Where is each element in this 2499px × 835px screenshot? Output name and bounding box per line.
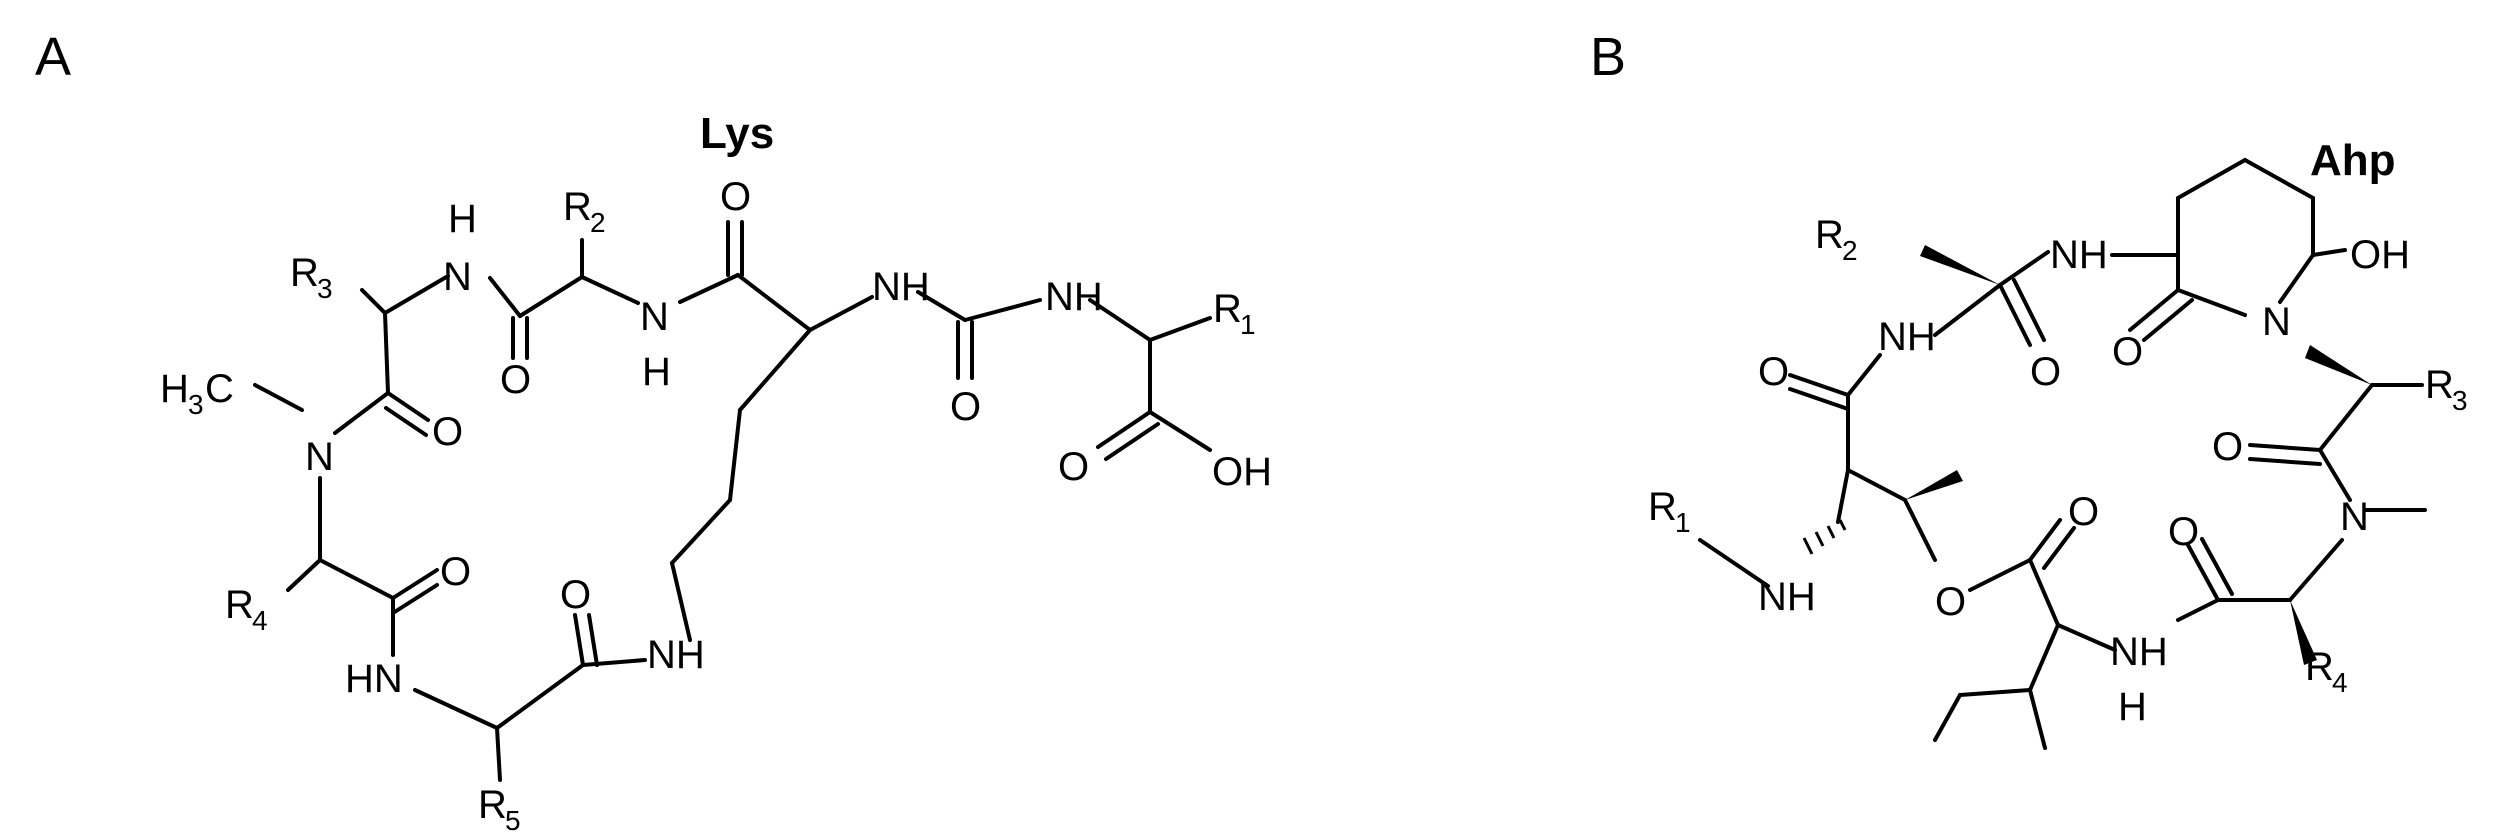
panel-a-residue-label: Lys	[700, 109, 774, 158]
panel-b-bonds	[1698, 158, 2427, 750]
atom-subscript: 4	[2332, 667, 2348, 698]
atom-label: O	[2068, 490, 2099, 534]
atom-label: H	[2118, 685, 2147, 729]
atom-label: O	[432, 410, 463, 454]
atom-label: HN	[345, 657, 403, 701]
atom-label: H	[448, 197, 477, 241]
atom-label: OH	[1212, 450, 1272, 494]
panel-a: A Lys	[35, 27, 1272, 835]
atom-label: R	[225, 583, 254, 627]
atom-label: O	[560, 573, 591, 617]
atom-label: NH	[1045, 275, 1103, 319]
atom-label: R	[2305, 645, 2334, 689]
atom-label: O	[720, 175, 751, 219]
atom-label: R	[1648, 485, 1677, 529]
atom-label: R	[2425, 363, 2454, 407]
atom-subscript: 1	[1240, 309, 1256, 340]
atom-label: NH	[2050, 233, 2108, 277]
atom-subscript: 2	[590, 207, 606, 238]
atom-label: R	[290, 251, 319, 295]
atom-label: N	[2262, 300, 2291, 344]
atom-label: O	[2112, 330, 2143, 374]
atom-label: O	[440, 550, 471, 594]
atom-label: O	[950, 385, 981, 429]
atom-label: R	[478, 783, 507, 827]
panel-b-stereo	[1802, 245, 2372, 665]
atom-label: N	[305, 435, 334, 479]
atom-label: N	[640, 295, 669, 339]
atom-label: NH	[872, 265, 930, 309]
panel-b: B Ahp	[1590, 27, 2468, 750]
atom-label: O	[500, 358, 531, 402]
atom-label: NH	[647, 633, 705, 677]
panel-a-bonds	[253, 220, 1212, 782]
panel-b-label: B	[1590, 27, 1626, 87]
atom-label: O	[2212, 425, 2243, 469]
atom-label: R	[563, 185, 592, 229]
atom-subscript: 3	[317, 273, 333, 304]
atom-label: C	[205, 367, 234, 411]
atom-label: R	[1213, 287, 1242, 331]
atom-subscript: 2	[1842, 235, 1858, 266]
atom-subscript: 3	[188, 389, 204, 420]
atom-label: R	[1815, 213, 1844, 257]
atom-label: O	[2168, 510, 2199, 554]
atom-label: H	[160, 367, 189, 411]
atom-label: O	[1758, 350, 1789, 394]
atom-label: O	[2030, 350, 2061, 394]
atom-label: NH	[1758, 575, 1816, 619]
atom-label: O	[1058, 445, 1089, 489]
panel-a-label: A	[35, 27, 71, 87]
atom-label: NH	[2110, 630, 2168, 674]
panel-a-atoms: H N O R 2 N H O R 3 H 3 C N O R 4 O HN R…	[160, 175, 1272, 835]
atom-label: N	[443, 255, 472, 299]
atom-subscript: 5	[505, 805, 521, 835]
panel-b-atoms: NH OH N O R 2 O NH O R 1 NH O O NH H O R…	[1648, 213, 2468, 729]
atom-subscript: 3	[2452, 385, 2468, 416]
atom-subscript: 1	[1675, 507, 1691, 538]
atom-subscript: 4	[252, 605, 268, 636]
atom-label: NH	[1878, 315, 1936, 359]
atom-label: N	[2340, 495, 2369, 539]
panel-b-residue-label: Ahp	[2310, 136, 2396, 185]
atom-label: O	[1935, 580, 1966, 624]
atom-label: H	[642, 350, 671, 394]
atom-label: OH	[2350, 233, 2410, 277]
